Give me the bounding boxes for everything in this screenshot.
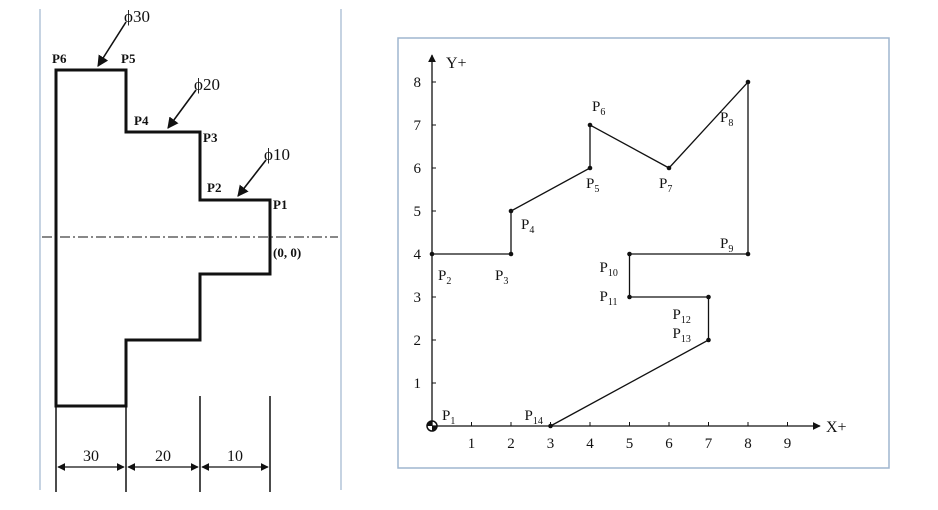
dimension-label-30: 30 bbox=[83, 448, 99, 465]
dimension-label-20: 20 bbox=[155, 448, 171, 465]
point-label-p3: P3 bbox=[203, 130, 218, 145]
point-marker bbox=[745, 251, 751, 257]
point-label: P12 bbox=[673, 307, 691, 326]
x-tick-label: 5 bbox=[626, 436, 634, 452]
point-label: P11 bbox=[600, 289, 618, 308]
point-marker bbox=[627, 294, 632, 300]
point-marker bbox=[429, 251, 435, 257]
point-label: P13 bbox=[673, 326, 691, 345]
point-label: P4 bbox=[521, 217, 534, 236]
point-label: P7 bbox=[659, 176, 672, 195]
point-marker bbox=[508, 208, 514, 214]
left-turning-drawing: 30 20 10 ϕ30 ϕ20 ϕ10 P6 P5 P4 P3 P2 P1 (… bbox=[39, 7, 342, 492]
point-label-p4: P4 bbox=[134, 113, 149, 128]
point-marker bbox=[745, 79, 751, 85]
point-label: P5 bbox=[586, 176, 599, 195]
y-tick-label: 8 bbox=[414, 75, 422, 91]
point-marker bbox=[548, 423, 553, 429]
diameter-label-10: ϕ10 bbox=[264, 145, 290, 164]
y-tick-label: 3 bbox=[414, 290, 422, 306]
point-label-p2: P2 bbox=[207, 180, 221, 195]
point-label: P3 bbox=[495, 268, 508, 287]
x-tick-label: 8 bbox=[744, 436, 752, 452]
contour-path bbox=[432, 80, 749, 427]
x-tick-label: 7 bbox=[705, 436, 713, 452]
diameter-leader-10 bbox=[237, 159, 267, 197]
point-marker bbox=[508, 251, 514, 257]
y-tick-label: 1 bbox=[414, 376, 422, 392]
point-marker bbox=[587, 122, 593, 128]
y-tick-label: 6 bbox=[414, 161, 422, 177]
point-label: P14 bbox=[525, 408, 543, 427]
origin-marker-fill bbox=[427, 421, 432, 426]
origin-label: (0, 0) bbox=[273, 245, 301, 260]
y-axis-label: Y+ bbox=[446, 55, 467, 72]
x-tick-label: 6 bbox=[665, 436, 673, 452]
point-marker bbox=[666, 165, 672, 171]
diameter-label-20: ϕ20 bbox=[194, 75, 220, 94]
point-marker bbox=[706, 337, 711, 343]
y-tick-label: 7 bbox=[414, 118, 422, 134]
x-axis-label: X+ bbox=[826, 419, 847, 436]
origin-marker-fill bbox=[432, 426, 437, 431]
y-tick-label: 2 bbox=[414, 333, 422, 349]
point-label: P9 bbox=[720, 236, 733, 255]
x-tick-label: 1 bbox=[468, 436, 476, 452]
x-tick-label: 3 bbox=[547, 436, 555, 452]
x-tick-label: 4 bbox=[586, 436, 594, 452]
point-label: P8 bbox=[720, 110, 733, 129]
part-profile bbox=[54, 68, 272, 408]
tick-layer: 1 2 3 4 5 6 7 8 9 1 2 3 4 5 6 7 8 bbox=[414, 75, 792, 452]
y-tick-label: 5 bbox=[414, 204, 422, 220]
point-label-p5: P5 bbox=[121, 51, 136, 66]
x-tick-label: 2 bbox=[507, 436, 515, 452]
point-marker bbox=[627, 251, 632, 257]
point-label: P10 bbox=[600, 260, 618, 279]
point-marker bbox=[706, 294, 711, 300]
right-frame-border bbox=[397, 37, 890, 469]
dimension-label-10: 10 bbox=[227, 448, 243, 465]
diameter-leader-30 bbox=[97, 21, 127, 67]
diameter-leader-20 bbox=[167, 89, 197, 129]
point-label: P2 bbox=[438, 268, 451, 287]
diameter-label-30: ϕ30 bbox=[124, 7, 150, 26]
point-label: P1 bbox=[442, 408, 455, 427]
point-marker bbox=[587, 165, 593, 171]
x-tick-label: 9 bbox=[784, 436, 792, 452]
point-label: P6 bbox=[592, 99, 605, 118]
point-label-p6: P6 bbox=[52, 51, 67, 66]
y-tick-label: 4 bbox=[414, 247, 422, 263]
point-label-p1: P1 bbox=[273, 197, 287, 212]
